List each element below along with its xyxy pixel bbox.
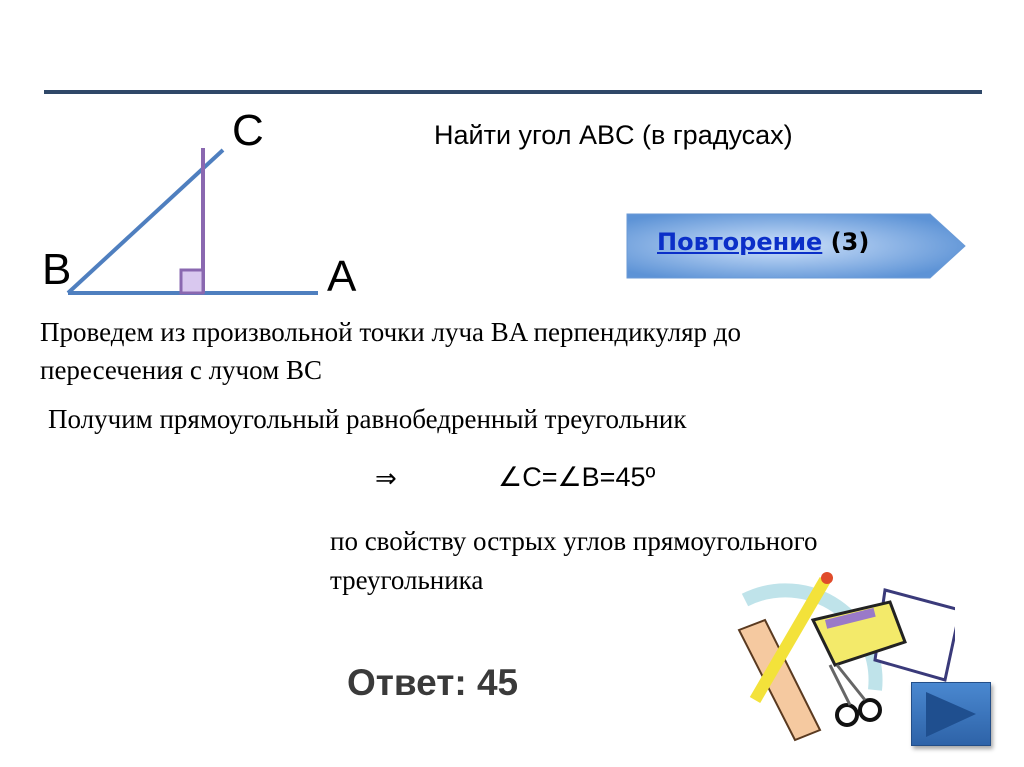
ruler-icon [737, 618, 822, 742]
angle-equation: ∠C=∠B=45º [498, 462, 656, 492]
pencil-icon [749, 576, 831, 704]
answer: Ответ: 45 [347, 662, 519, 703]
play-icon [926, 692, 976, 737]
explanation-line-3: Получим прямоугольный равнобедренный тре… [48, 404, 687, 434]
label-a: A [327, 252, 357, 301]
protractor-icon [741, 583, 883, 691]
repeat-link[interactable]: Повторение [657, 228, 823, 256]
explanation-line-1: Проведем из произвольной точки луча BA п… [40, 317, 741, 347]
task-title: Найти угол ABC (в градусах) [434, 120, 793, 150]
explanation-line-2: пересечения с лучом BC [40, 355, 322, 385]
right-angle-mark [179, 268, 205, 295]
label-c: C [232, 106, 264, 155]
scissors-icon [835, 703, 859, 727]
label-b: B [42, 245, 72, 294]
reason-line-1: по свойству острых углов прямоугольного [330, 526, 818, 556]
repeat-count: (3) [822, 228, 870, 256]
title-divider [44, 90, 982, 94]
arrow-shape [626, 213, 966, 279]
implies-symbol: ⇒ [375, 463, 397, 493]
next-slide-button[interactable] [911, 682, 991, 746]
repeat-button[interactable]: Повторение (3) [625, 212, 967, 280]
ray-bc [66, 148, 225, 295]
reason-line-2: треугольника [330, 565, 484, 595]
triangle-figure [66, 148, 318, 295]
school-supplies-clipart [737, 572, 955, 742]
